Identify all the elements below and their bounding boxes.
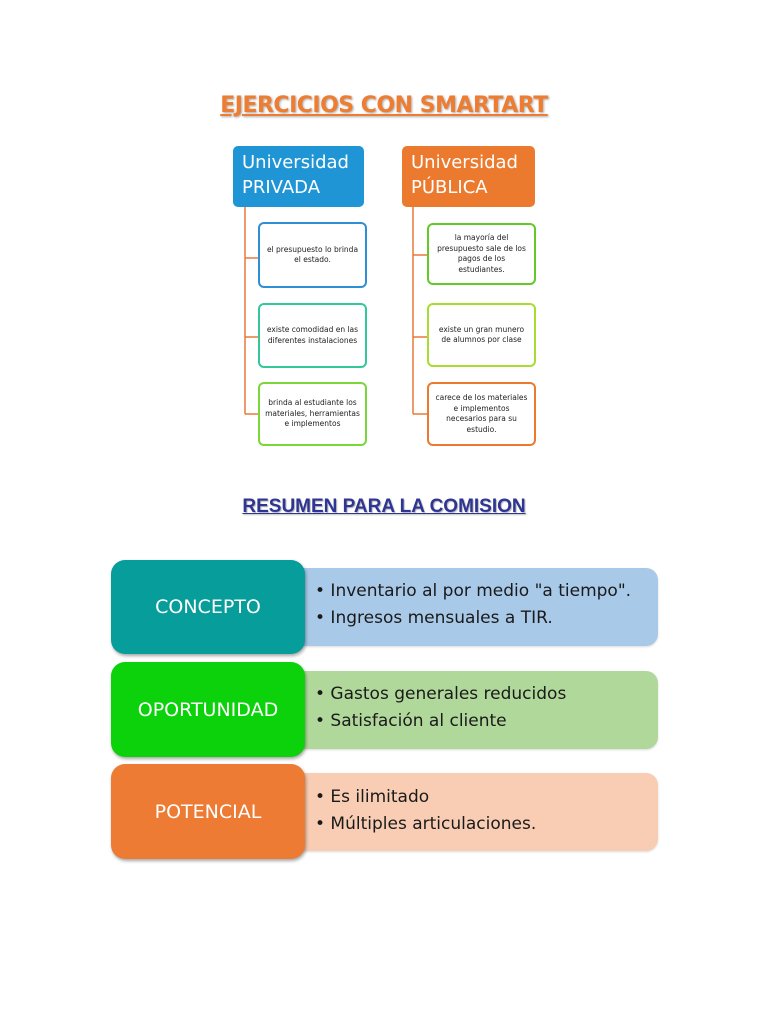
- public-connector-lines: [412, 207, 429, 415]
- public-item-text: existe un gran munero de alumnos por cla…: [438, 324, 525, 345]
- concept-bullet: • Inventario al por medio "a tiempo".: [315, 581, 632, 601]
- public-item-card: la mayoría del presupuesto sale de los p…: [427, 223, 536, 285]
- public-header-line2: PÚBLICA: [411, 177, 488, 198]
- summary-title: RESUMEN PARA LA COMISION: [242, 496, 526, 517]
- private-item-text: el presupuesto lo brinda el estado.: [266, 244, 359, 265]
- opportunity-label: OPORTUNIDAD: [111, 662, 305, 757]
- private-university-header: Universidad PRIVADA: [233, 146, 364, 207]
- concept-label: CONCEPTO: [111, 560, 305, 654]
- private-item-card: brinda al estudiante los materiales, her…: [258, 382, 367, 446]
- concept-bullet: • Ingresos mensuales a TIR.: [315, 608, 553, 628]
- private-header-line1: Universidad: [242, 152, 349, 173]
- public-header-line1: Universidad: [411, 152, 518, 173]
- opportunity-bullet: • Satisfación al cliente: [315, 711, 507, 731]
- public-item-card: existe un gran munero de alumnos por cla…: [427, 303, 536, 367]
- public-item-text: la mayoría del presupuesto sale de los p…: [437, 233, 526, 274]
- private-item-text: existe comodidad en las diferentes insta…: [266, 325, 359, 345]
- public-item-text: carece de los materiales e implementos n…: [435, 393, 528, 434]
- page-title: EJERCICIOS CON SMARTART: [220, 93, 548, 118]
- private-item-card: existe comodidad en las diferentes insta…: [258, 303, 367, 368]
- potential-bullet: • Múltiples articulaciones.: [315, 814, 537, 834]
- potential-label: POTENCIAL: [111, 764, 305, 859]
- private-item-text: brinda al estudiante los materiales, her…: [265, 398, 360, 429]
- opportunity-body: • Gastos generales reducidos • Satisfaci…: [290, 671, 658, 749]
- public-item-card: carece de los materiales e implementos n…: [427, 382, 536, 446]
- potential-bullet: • Es ilimitado: [315, 787, 430, 807]
- private-item-card: el presupuesto lo brinda el estado.: [258, 222, 367, 288]
- private-connector-lines: [244, 207, 259, 415]
- potential-body: • Es ilimitado • Múltiples articulacione…: [290, 773, 658, 851]
- private-header-line2: PRIVADA: [242, 177, 321, 198]
- concept-body: • Inventario al por medio "a tiempo". • …: [290, 568, 658, 646]
- public-university-header: Universidad PÚBLICA: [402, 146, 535, 207]
- opportunity-bullet: • Gastos generales reducidos: [315, 684, 567, 704]
